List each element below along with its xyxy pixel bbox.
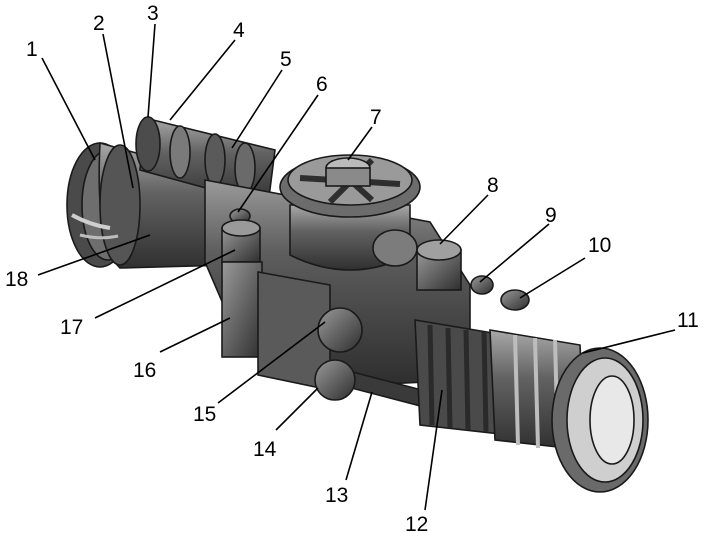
callout-15: 15 (193, 403, 216, 426)
objective-cap-strap-lower (79, 233, 119, 240)
knob-8-top (416, 239, 462, 261)
callout-14: 14 (253, 438, 277, 461)
knob-9 (470, 275, 494, 295)
ir-illuminator-lens (135, 116, 161, 172)
callout-labels: 1 2 3 4 5 6 7 8 9 10 11 12 13 14 15 16 1… (5, 2, 699, 536)
callout-5: 5 (280, 48, 292, 71)
objective-lens-assembly (66, 141, 232, 269)
callout-10: 10 (588, 234, 611, 257)
callout-7: 7 (370, 106, 382, 129)
callout-8: 8 (487, 174, 499, 197)
ir-focus-ring-1 (169, 125, 191, 179)
battery-housing (221, 261, 263, 358)
callout-3: 3 (147, 2, 159, 25)
callout-9: 9 (545, 204, 557, 227)
eyecup-opening (589, 375, 635, 465)
callout-16: 16 (133, 359, 156, 382)
diopter-ring-ribs (427, 324, 489, 433)
side-port (372, 229, 418, 267)
knob-10 (500, 289, 530, 311)
objective-cap-strap (71, 213, 111, 230)
switch-14 (314, 359, 356, 401)
ir-illuminator (135, 116, 276, 207)
callout-17: 17 (60, 316, 83, 339)
callout-2: 2 (93, 12, 105, 35)
callout-6: 6 (316, 73, 328, 96)
switch-15 (317, 307, 363, 353)
leader-lines (37, 23, 676, 511)
objective-front-ring (99, 144, 141, 266)
turret-dial (279, 154, 421, 271)
callout-11: 11 (677, 309, 699, 332)
eyepiece-assembly (414, 319, 649, 493)
knob-17-top (221, 219, 261, 237)
side-controls (221, 208, 530, 311)
callout-1: 1 (26, 38, 38, 61)
callout-4: 4 (233, 19, 245, 42)
callout-18: 18 (5, 268, 28, 291)
callout-12: 12 (405, 513, 428, 536)
turret-hub-stem (325, 167, 371, 187)
callout-13: 13 (325, 484, 348, 507)
ir-focus-ring-2 (204, 133, 226, 187)
battery-compartment (221, 261, 363, 401)
